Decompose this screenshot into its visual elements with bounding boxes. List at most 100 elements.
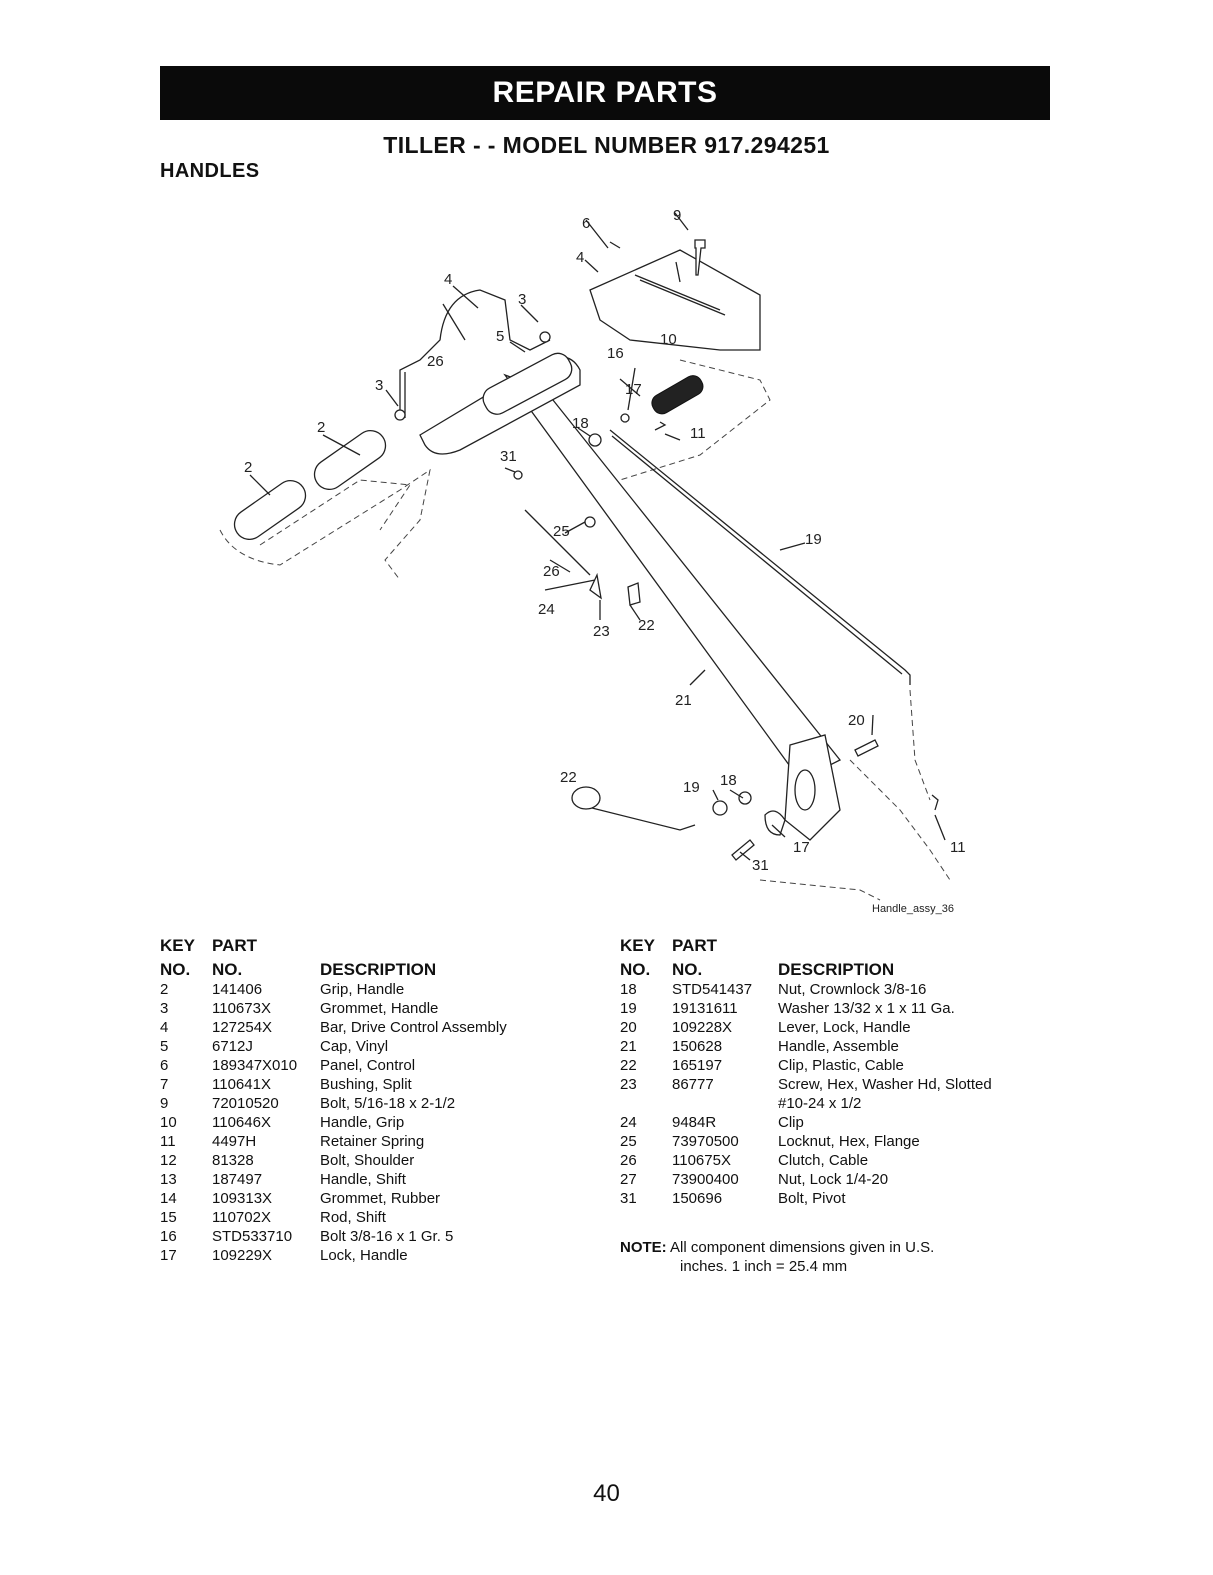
- key-number: 26: [620, 1152, 637, 1169]
- key-header-line2: NO.: [620, 960, 651, 979]
- retainer-spring-lower: [931, 794, 939, 811]
- grommet-right: [539, 331, 551, 343]
- callout-23: 23: [593, 623, 610, 640]
- part-description: Bolt, 5/16-18 x 2-1/2: [320, 1095, 456, 1112]
- callout-15: 19: [805, 531, 822, 548]
- part-description: Handle, Assemble: [778, 1038, 899, 1055]
- page-number: 40: [593, 1480, 620, 1507]
- part-description: Clutch, Cable: [778, 1152, 869, 1169]
- grommet-14: [588, 433, 602, 447]
- description-header: DESCRIPTION: [320, 960, 437, 979]
- dimension-note: NOTE: All component dimensions given in …: [620, 1238, 934, 1276]
- part-description: Washer 13/32 x 1 x 11 Ga.: [778, 1000, 955, 1017]
- callout-31: 31: [752, 857, 769, 874]
- key-header-line1: KEY: [620, 936, 655, 955]
- bolt-31: [731, 839, 755, 861]
- part-number: 110646X: [212, 1114, 271, 1131]
- key-number: 17: [160, 1247, 177, 1264]
- callout-13: 17: [625, 381, 642, 398]
- key-number: 4: [160, 1019, 169, 1036]
- part-number: 150696: [672, 1190, 723, 1207]
- callout-5: 5: [496, 328, 504, 345]
- part-number: 150628: [672, 1038, 723, 1055]
- bracket-hole: [794, 769, 816, 811]
- part-description: Retainer Spring: [320, 1133, 425, 1150]
- key-number: 27: [620, 1171, 637, 1188]
- part-number: 189347X010: [212, 1057, 298, 1074]
- part-description: Bar, Drive Control Assembly: [320, 1019, 507, 1036]
- callout-3-left: 3: [375, 377, 383, 394]
- key-number: 5: [160, 1038, 169, 1055]
- key-number: 12: [160, 1152, 177, 1169]
- part-number: 109229X: [212, 1247, 273, 1264]
- diagram-ref-label: Handle_assy_36: [872, 903, 954, 915]
- part-description: Bushing, Split: [320, 1076, 412, 1093]
- part-description: Nut, Lock 1/4-20: [778, 1171, 889, 1188]
- note-line2: inches. 1 inch = 25.4 mm: [680, 1258, 848, 1275]
- lock-lever-knob: [571, 786, 601, 810]
- callout-12: 16: [607, 345, 624, 362]
- model-title: TILLER - - MODEL NUMBER 917.294251: [383, 132, 830, 158]
- diagram-drawing: 6 9 4 4 3 5 26 3 2 2 10 16 17 18 11 31 2…: [219, 207, 966, 915]
- part-number: 110702X: [212, 1209, 271, 1226]
- key-header-line1: KEY: [160, 936, 195, 955]
- grip-left: [233, 480, 307, 540]
- key-number: 16: [160, 1228, 177, 1245]
- callout-11-top: 11: [690, 425, 706, 442]
- callout-6: 4: [576, 249, 584, 266]
- part-number: 9484R: [672, 1114, 717, 1131]
- drive-control-bar: [399, 289, 551, 415]
- key-number: 24: [620, 1114, 637, 1131]
- part-description: Bolt 3/8-16 x 1 Gr. 5: [320, 1228, 454, 1245]
- nut-18: [738, 791, 752, 805]
- part-number: 4497H: [212, 1133, 257, 1150]
- key-number: 15: [160, 1209, 177, 1226]
- callout-22: 22: [638, 617, 655, 634]
- part-number: 72010520: [212, 1095, 279, 1112]
- key-number: 23: [620, 1076, 637, 1093]
- callout-24: 24: [538, 601, 555, 618]
- locknut-27: [513, 470, 523, 480]
- bolt-12: [620, 413, 630, 423]
- part-number: 110675X: [672, 1152, 731, 1169]
- callout-9: 9: [673, 207, 681, 224]
- callout-16: 20: [848, 712, 865, 729]
- part-number: 73970500: [672, 1133, 739, 1150]
- part-number: 73900400: [672, 1171, 739, 1188]
- part-description: Clip, Plastic, Cable: [778, 1057, 904, 1074]
- callout-11-bottom: 11: [950, 839, 966, 856]
- grommet-left: [394, 409, 406, 421]
- part-number: 127254X: [212, 1019, 273, 1036]
- clip-24: [589, 572, 602, 600]
- repair-parts-banner: REPAIR PARTS: [160, 66, 1050, 120]
- part-number: 86777: [672, 1076, 714, 1093]
- bolt-9: [694, 239, 706, 276]
- key-number: 19: [620, 1000, 637, 1017]
- key-number: 20: [620, 1019, 637, 1036]
- handle-assembly-diagram: 6 9 4 4 3 5 26 3 2 2 10 16 17 18 11 31 2…: [160, 200, 1050, 920]
- part-description: Grommet, Handle: [320, 1000, 439, 1017]
- key-number: 25: [620, 1133, 637, 1150]
- note-line1: All component dimensions given in U.S.: [670, 1239, 935, 1256]
- washer-19: [712, 800, 728, 816]
- part-number: 110641X: [212, 1076, 271, 1093]
- callout-18: 18: [720, 772, 737, 789]
- part-description: Bolt, Shoulder: [320, 1152, 415, 1169]
- key-number: 21: [620, 1038, 637, 1055]
- handle-lock: [764, 810, 786, 836]
- bushing-7: [609, 241, 621, 249]
- part-description: Lever, Lock, Handle: [778, 1019, 911, 1036]
- lock-lever-rod: [591, 807, 696, 831]
- callout-20: 22: [560, 769, 577, 786]
- retainer-spring-11: [654, 421, 667, 431]
- part-description: Bolt, Pivot: [778, 1190, 846, 1207]
- section-title: HANDLES: [160, 160, 260, 182]
- part-number: 6712J: [212, 1038, 253, 1055]
- clip-22: [627, 582, 641, 606]
- part-description: Panel, Control: [320, 1057, 416, 1074]
- part-description: Grommet, Rubber: [320, 1190, 441, 1207]
- key-number: 18: [620, 981, 637, 998]
- key-number: 22: [620, 1057, 637, 1074]
- callout-2-upper: 2: [317, 419, 325, 436]
- part-number: 19131611: [672, 1000, 738, 1017]
